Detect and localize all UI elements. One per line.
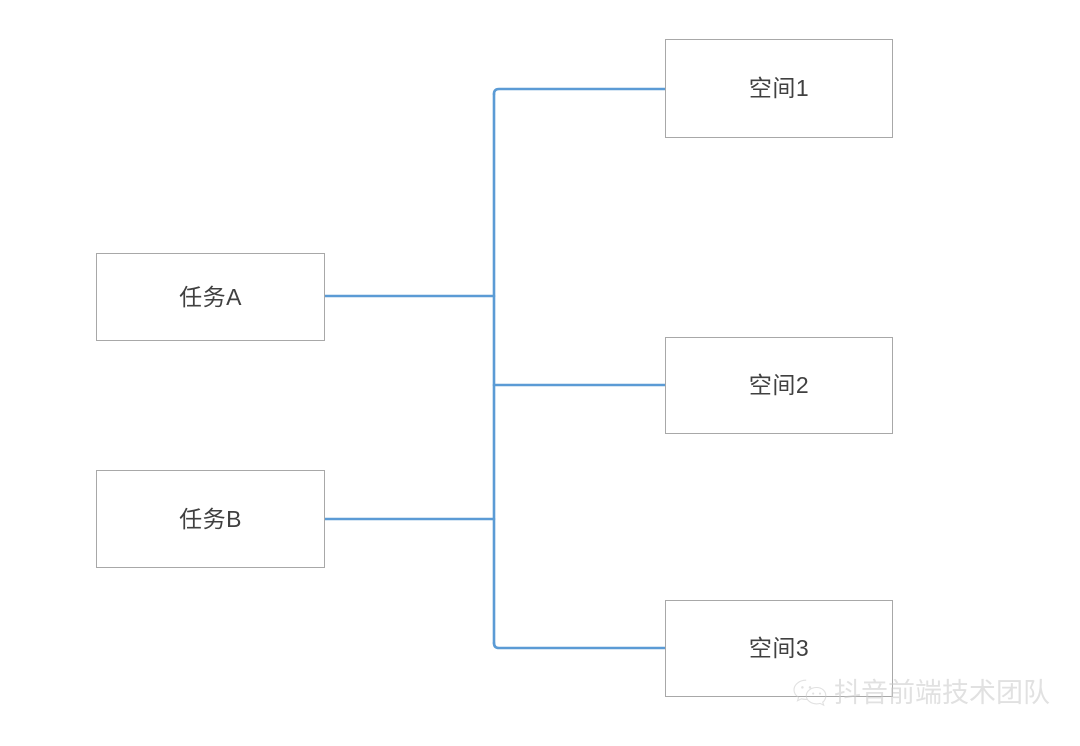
node-task-a-label: 任务A: [179, 283, 242, 310]
node-space-3[interactable]: 空间3: [665, 600, 893, 697]
node-space-1-label: 空间1: [748, 75, 810, 101]
node-task-b-label: 任务B: [179, 505, 242, 532]
node-space-2[interactable]: 空间2: [665, 337, 893, 434]
edge-trunk-space-3: [492, 641, 667, 650]
node-space-1[interactable]: 空间1: [665, 39, 893, 138]
node-space-3-label: 空间3: [748, 635, 810, 661]
node-space-2-label: 空间2: [748, 372, 810, 398]
node-task-b[interactable]: 任务B: [96, 470, 325, 568]
edge-trunk-space-1: [492, 87, 667, 96]
node-task-a[interactable]: 任务A: [96, 253, 325, 341]
